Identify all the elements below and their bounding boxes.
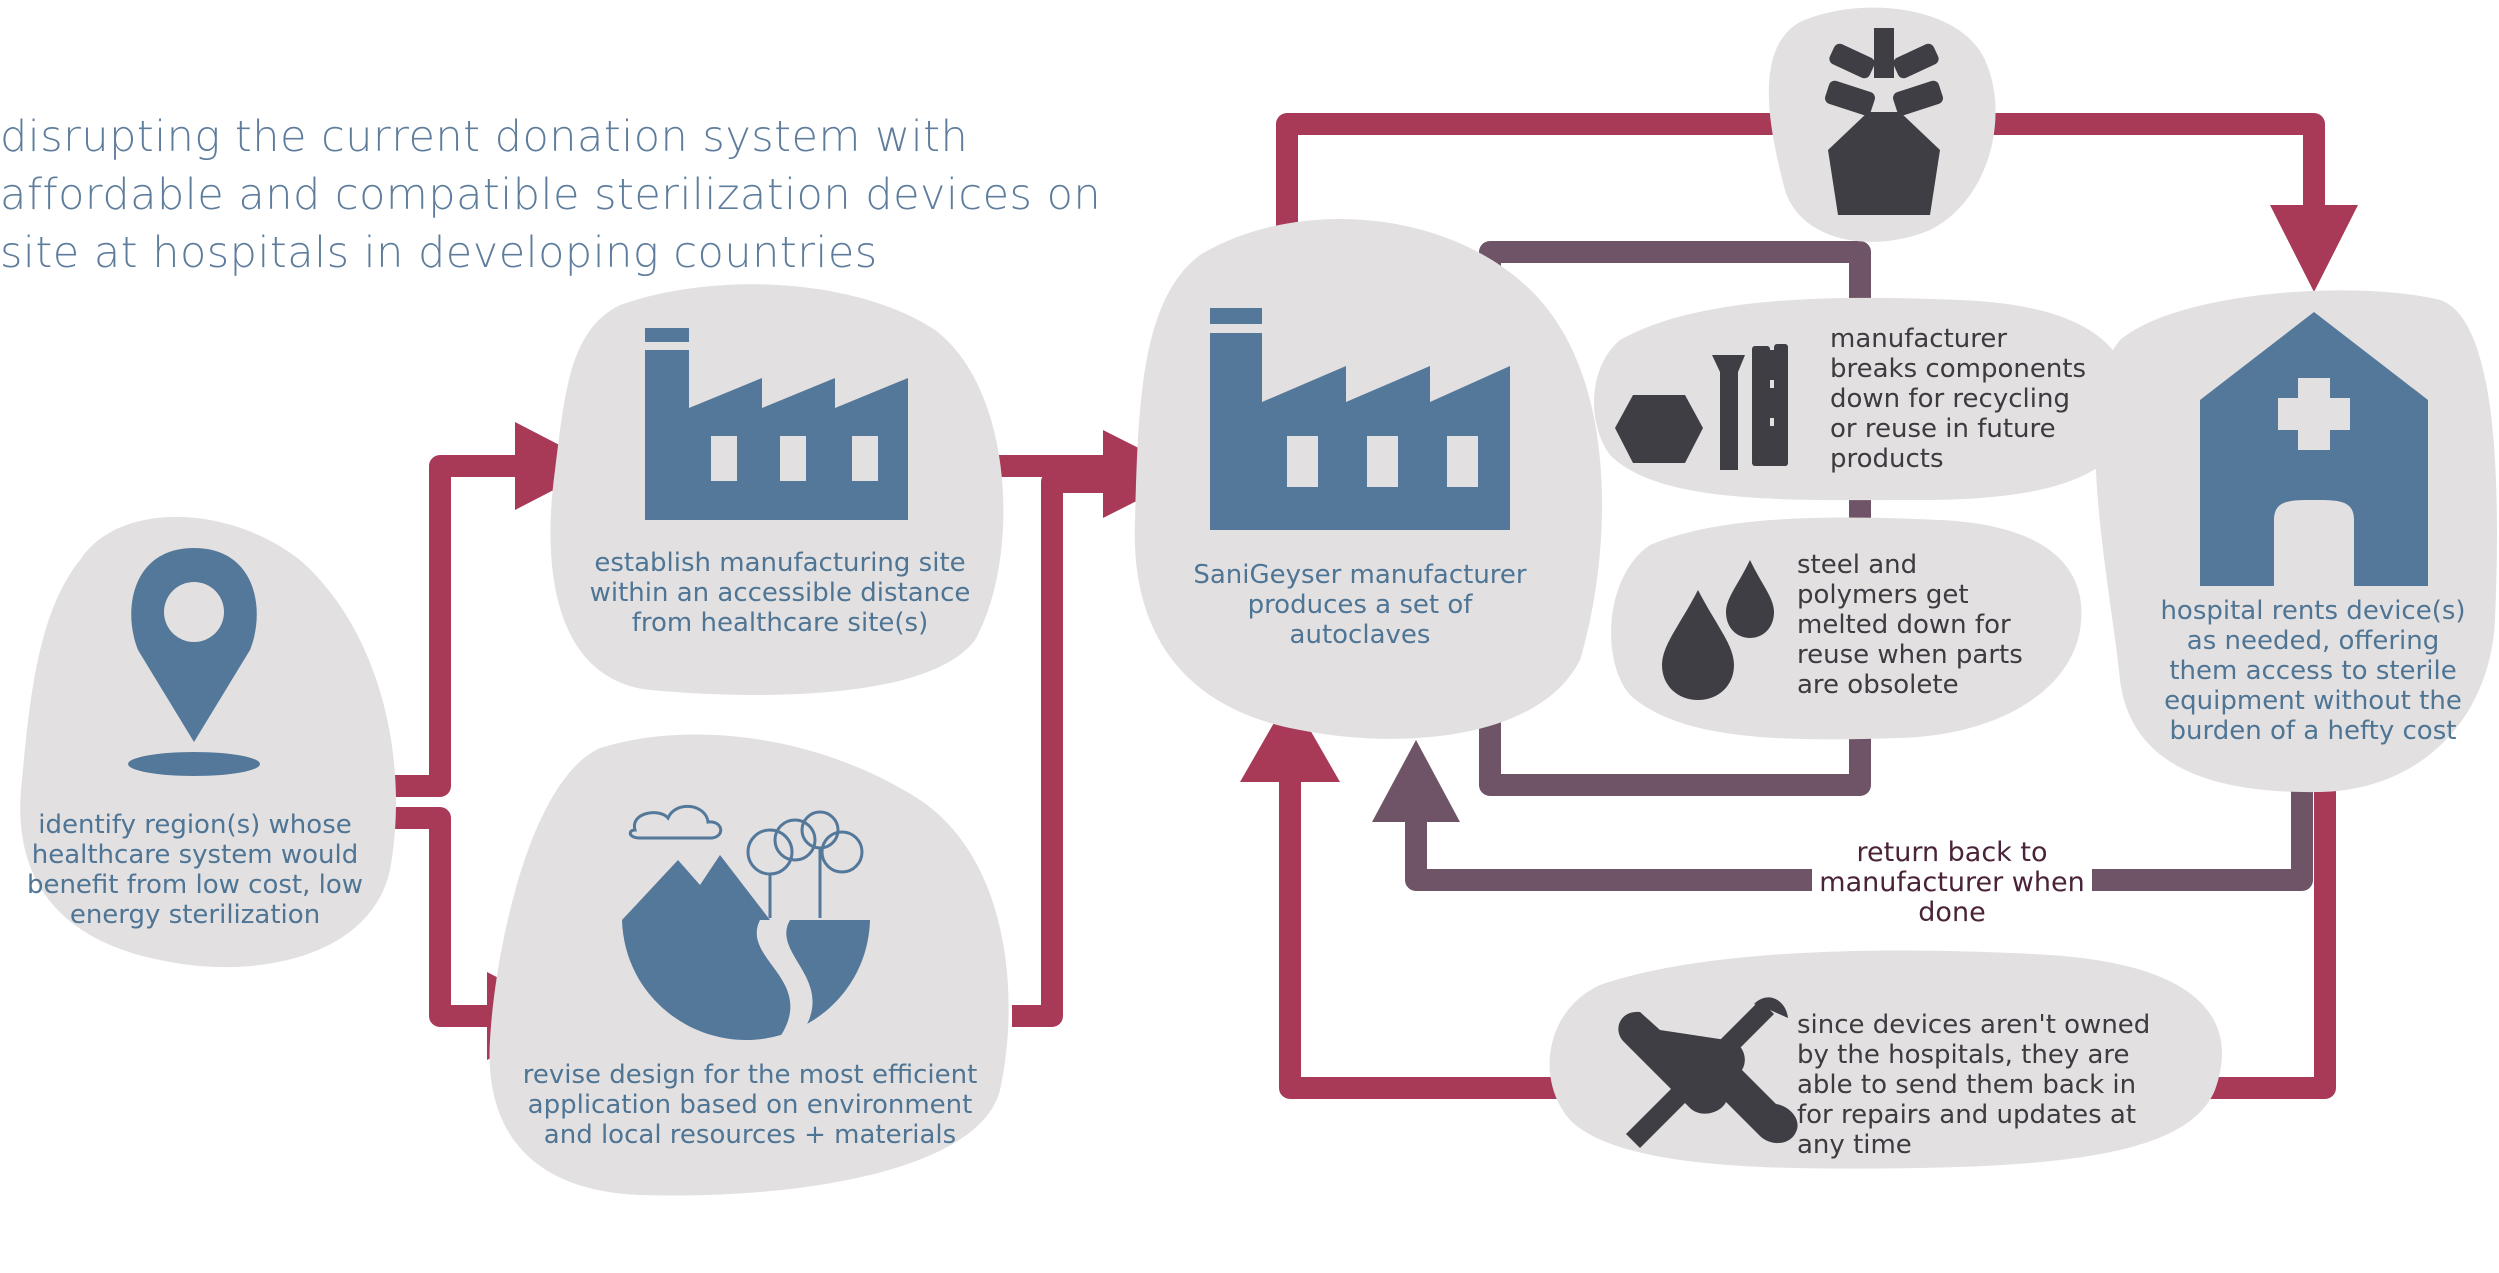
label-line: burden of a hefty cost: [2169, 716, 2457, 746]
label-line: any time: [1797, 1130, 1912, 1160]
label-line: breaks components: [1830, 354, 2087, 384]
label-line: polymers get: [1797, 580, 1969, 610]
label-line: able to send them back in: [1797, 1070, 2137, 1100]
map-pin-icon: [128, 548, 260, 776]
label-line: produces a set of: [1247, 590, 1473, 620]
label-line: are obsolete: [1797, 670, 1959, 700]
factory-icon: [645, 328, 908, 520]
step-revise-label: revise design for the most efficient app…: [500, 1060, 1000, 1150]
label-line: manufacturer when: [1819, 867, 2085, 898]
label-line: reuse when parts: [1797, 640, 2023, 670]
label-line: by the hospitals, they are: [1797, 1040, 2130, 1070]
label-line: them access to sterile: [2169, 656, 2457, 686]
label-line: revise design for the most efficient: [522, 1060, 978, 1090]
arrowhead-return-up: [1372, 740, 1460, 822]
tools-icon: [1618, 997, 1798, 1148]
step-steel-label: steel and polymers get melted down for r…: [1797, 550, 2077, 700]
label-line: identify region(s) whose: [38, 810, 352, 840]
return-label-bg: [1812, 836, 2092, 938]
label-line: establish manufacturing site: [594, 548, 966, 578]
headline-line: disrupting the current donation system w…: [0, 112, 969, 162]
label-line: for repairs and updates at: [1797, 1100, 2137, 1130]
step-identify-label: identify region(s) whose healthcare syst…: [10, 810, 380, 930]
headline-line: affordable and compatible sterilization …: [0, 170, 1102, 220]
label-line: or reuse in future: [1830, 414, 2056, 444]
autoclave-icon: [1210, 308, 1510, 530]
label-line: hospital rents device(s): [2160, 596, 2466, 626]
step-establish-label: establish manufacturing site within an a…: [560, 548, 1000, 638]
label-line: healthcare system would: [31, 840, 359, 870]
step-breaks-label: manufacturer breaks components down for …: [1830, 324, 2130, 474]
connector-identify-to-establish: [392, 455, 520, 797]
arrowhead-repair-up: [1240, 695, 1340, 782]
label-line: equipment without the: [2164, 686, 2462, 716]
label-line: from healthcare site(s): [631, 608, 929, 638]
components-icon: [1615, 344, 1788, 470]
label-line: products: [1830, 444, 1944, 474]
label-line: done: [1918, 897, 1986, 928]
label-line: within an accessible distance: [589, 578, 971, 608]
landscape-icon: [622, 804, 870, 1040]
label-line: autoclaves: [1289, 620, 1431, 650]
label-line: return back to: [1856, 837, 2048, 868]
headline: disrupting the current donation system w…: [0, 108, 1140, 282]
label-line: since devices aren't owned: [1797, 1010, 2151, 1040]
label-line: melted down for: [1797, 610, 2011, 640]
step-repairs-label: since devices aren't owned by the hospit…: [1797, 1010, 2197, 1160]
step-return-label: return back to manufacturer when done: [1812, 838, 2092, 928]
label-line: SaniGeyser manufacturer: [1193, 560, 1527, 590]
arrowhead-to-hospital: [2270, 205, 2358, 292]
label-line: as needed, offering: [2186, 626, 2440, 656]
blob-identify: [20, 516, 396, 968]
device-parts-icon: [1825, 28, 1943, 215]
label-line: and local resources + materials: [543, 1120, 957, 1150]
step-manufacturer-label: SaniGeyser manufacturer produces a set o…: [1150, 560, 1570, 650]
label-line: manufacturer: [1830, 324, 2008, 354]
label-line: down for recycling: [1830, 384, 2070, 414]
headline-line: site at hospitals in developing countrie…: [0, 228, 878, 278]
connector-revise-to-manufacturer: [1012, 471, 1110, 1027]
step-hospital-label: hospital rents device(s) as needed, offe…: [2128, 596, 2498, 746]
hospital-icon: [2200, 312, 2428, 586]
droplets-icon: [1662, 560, 1774, 700]
label-line: benefit from low cost, low: [26, 870, 364, 900]
label-line: application based on environment: [527, 1090, 973, 1120]
connector-identify-to-revise: [392, 807, 495, 1027]
blob-repairs: [1549, 950, 2222, 1169]
label-line: energy sterilization: [69, 900, 321, 930]
label-line: steel and: [1797, 550, 1918, 580]
